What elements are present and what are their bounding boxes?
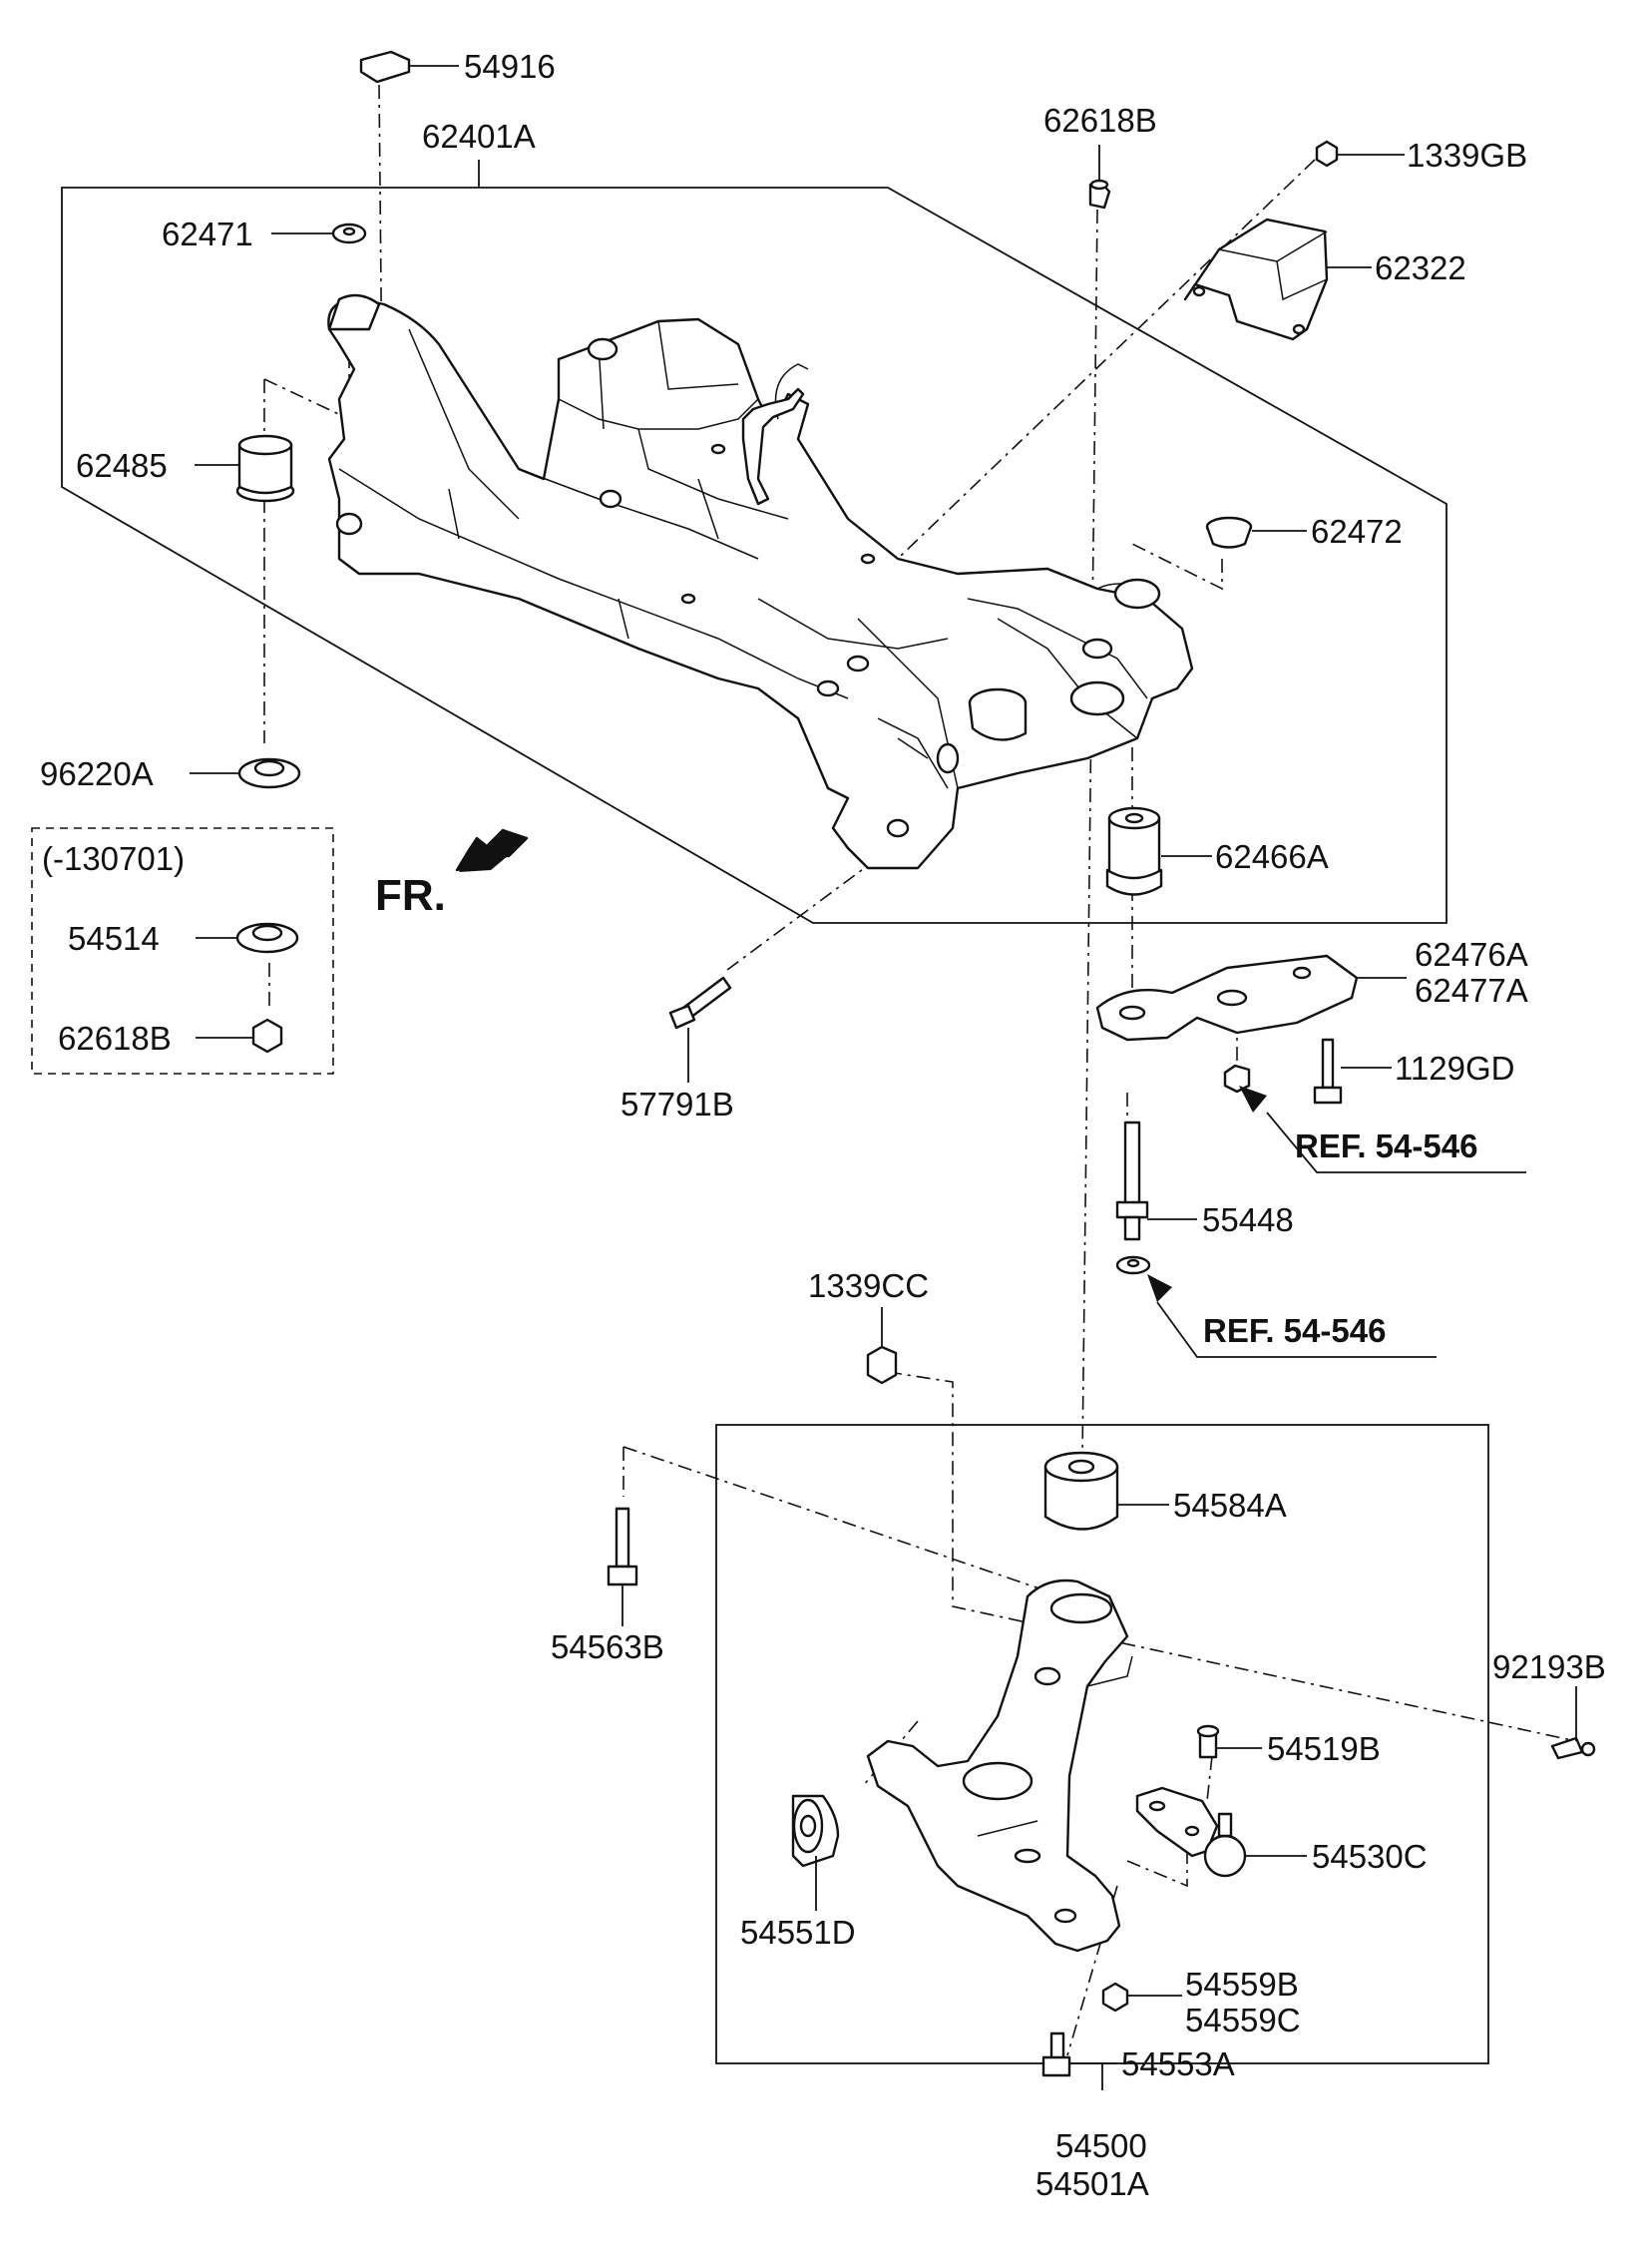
front-direction-label: FR. — [375, 871, 446, 920]
label-54530C: 54530C — [1312, 1838, 1428, 1875]
part-54916-pad — [359, 50, 411, 84]
part-54563B-bolt — [607, 1507, 638, 1586]
label-62618B-inset: 62618B — [58, 1020, 172, 1057]
ref-arrow-2 — [1147, 1274, 1437, 1358]
label-54559B: 54559B — [1185, 1966, 1299, 2003]
subframe-group-box — [61, 187, 1447, 924]
part-62471-washer — [331, 223, 367, 244]
label-1339GB: 1339GB — [1407, 137, 1527, 174]
label-92193B: 92193B — [1492, 1648, 1606, 1685]
part-62485-bushing — [235, 434, 295, 503]
leader-lines — [190, 65, 1577, 2090]
part-labels: 54916 62401A 62471 62485 96220A 62618B 1… — [40, 48, 1606, 2202]
label-54563B: 54563B — [551, 1628, 664, 1665]
label-62471: 62471 — [162, 216, 253, 252]
part-1339GB-nut — [1315, 140, 1339, 168]
label-54584A: 54584A — [1173, 1487, 1287, 1524]
ref-label-2: REF. 54-546 — [1203, 1312, 1386, 1349]
label-54501A: 54501A — [1035, 2165, 1149, 2202]
label-96220A: 96220A — [40, 755, 154, 792]
part-92193B-screw — [1550, 1736, 1596, 1760]
part-54584A-bushing — [1043, 1451, 1119, 1531]
inset-condition: (-130701) — [42, 840, 185, 877]
part-54514-washer — [235, 922, 299, 954]
inset-box — [31, 827, 334, 1075]
label-1129GD: 1129GD — [1395, 1050, 1514, 1087]
part-62466A-bushing — [1105, 806, 1163, 896]
front-direction-arrow — [455, 828, 529, 872]
part-62322-damper — [1183, 218, 1329, 341]
ref-label-1: REF. 54-546 — [1295, 1128, 1477, 1164]
part-96220A-washer — [237, 757, 301, 789]
part-54551D-bushing — [791, 1794, 840, 1868]
label-54916: 54916 — [464, 48, 556, 85]
label-62322: 62322 — [1375, 249, 1466, 286]
label-57791B: 57791B — [620, 1086, 734, 1123]
part-nut-ref — [1223, 1064, 1251, 1094]
label-54559C: 54559C — [1185, 2002, 1301, 2038]
label-54514: 54514 — [68, 920, 160, 957]
subframe-crossmember — [327, 293, 1194, 870]
part-62476A-bracket — [1095, 954, 1359, 1042]
part-54530C-balljoint — [1135, 1786, 1247, 1878]
part-62472-washer — [1205, 516, 1253, 549]
part-54553A-bolt — [1041, 2031, 1071, 2077]
label-54500: 54500 — [1055, 2127, 1147, 2164]
part-55448-washer — [1115, 1255, 1151, 1275]
label-54519B: 54519B — [1267, 1730, 1381, 1767]
part-55448-stud — [1115, 1121, 1149, 1241]
label-62472: 62472 — [1311, 513, 1403, 550]
part-54500-lower-arm — [866, 1578, 1133, 1953]
part-62618B-inset-nut — [251, 1018, 283, 1054]
part-54519B-bolt — [1196, 1724, 1220, 1759]
label-62466A: 62466A — [1215, 838, 1329, 875]
label-62618B-top: 62618B — [1043, 102, 1157, 139]
part-1129GD-bolt — [1313, 1038, 1343, 1105]
part-62618B-nut — [1088, 179, 1111, 210]
label-62485: 62485 — [76, 447, 168, 484]
part-54559B-nut — [1101, 1982, 1129, 2013]
label-62401A: 62401A — [422, 118, 536, 155]
part-1339CC-nut — [866, 1345, 898, 1385]
label-62477A: 62477A — [1415, 972, 1528, 1009]
label-54551D: 54551D — [740, 1914, 856, 1951]
part-57791B-bolt — [668, 976, 732, 1030]
ref-arrow-1 — [1239, 1086, 1526, 1173]
leader-dashes — [263, 84, 1577, 2056]
label-54553A: 54553A — [1121, 2045, 1235, 2082]
label-55448: 55448 — [1202, 1201, 1294, 1238]
label-1339CC: 1339CC — [808, 1267, 929, 1304]
label-62476A: 62476A — [1415, 936, 1528, 973]
